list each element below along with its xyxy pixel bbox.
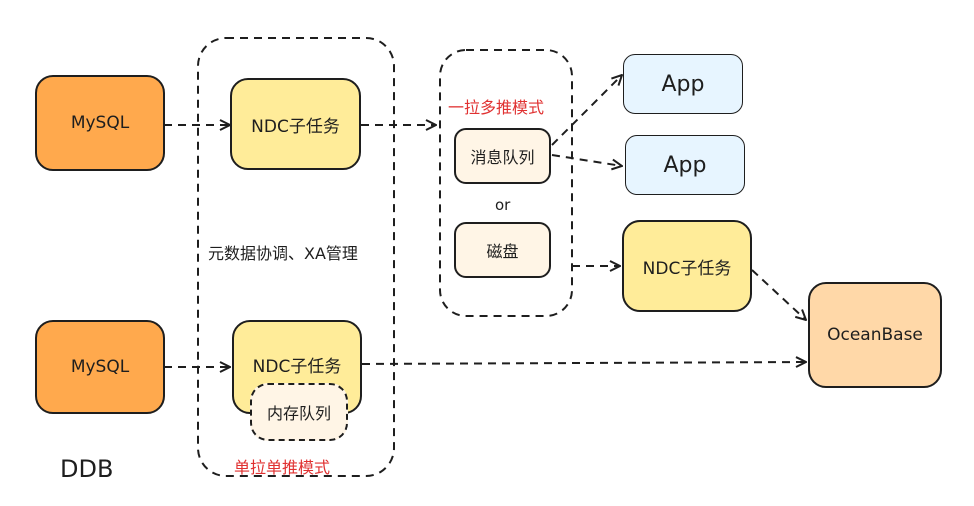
oceanbase-node[interactable]: OceanBase (808, 282, 942, 388)
or-label: or (495, 196, 511, 214)
memory-queue-node[interactable]: 内存队列 (250, 383, 348, 441)
disk-node[interactable]: 磁盘 (454, 222, 551, 278)
arrow-ndc-bottom-to-oceanbase (361, 362, 806, 364)
ndc-group-container (197, 37, 395, 477)
mysql-node-bottom[interactable]: MySQL (35, 320, 165, 414)
one-pull-multi-push-label: 一拉多推模式 (448, 98, 545, 117)
arrow-queue-to-app-1 (551, 75, 622, 146)
arrow-queue-to-app-2 (551, 154, 622, 166)
app-node-2[interactable]: App (625, 135, 745, 195)
app-node-1[interactable]: App (623, 54, 743, 114)
arrow-ndc-right-to-oceanbase (751, 269, 806, 320)
metadata-coordination-label: 元数据协调、XA管理 (208, 244, 358, 263)
ndc-task-node-top[interactable]: NDC子任务 (230, 78, 361, 170)
ddb-label: DDB (60, 455, 114, 483)
single-pull-single-push-label: 单拉单推模式 (234, 458, 331, 477)
queue-group-container (439, 49, 573, 317)
mysql-node-top[interactable]: MySQL (35, 75, 165, 171)
ndc-task-node-right[interactable]: NDC子任务 (622, 220, 752, 312)
message-queue-node[interactable]: 消息队列 (454, 128, 551, 184)
